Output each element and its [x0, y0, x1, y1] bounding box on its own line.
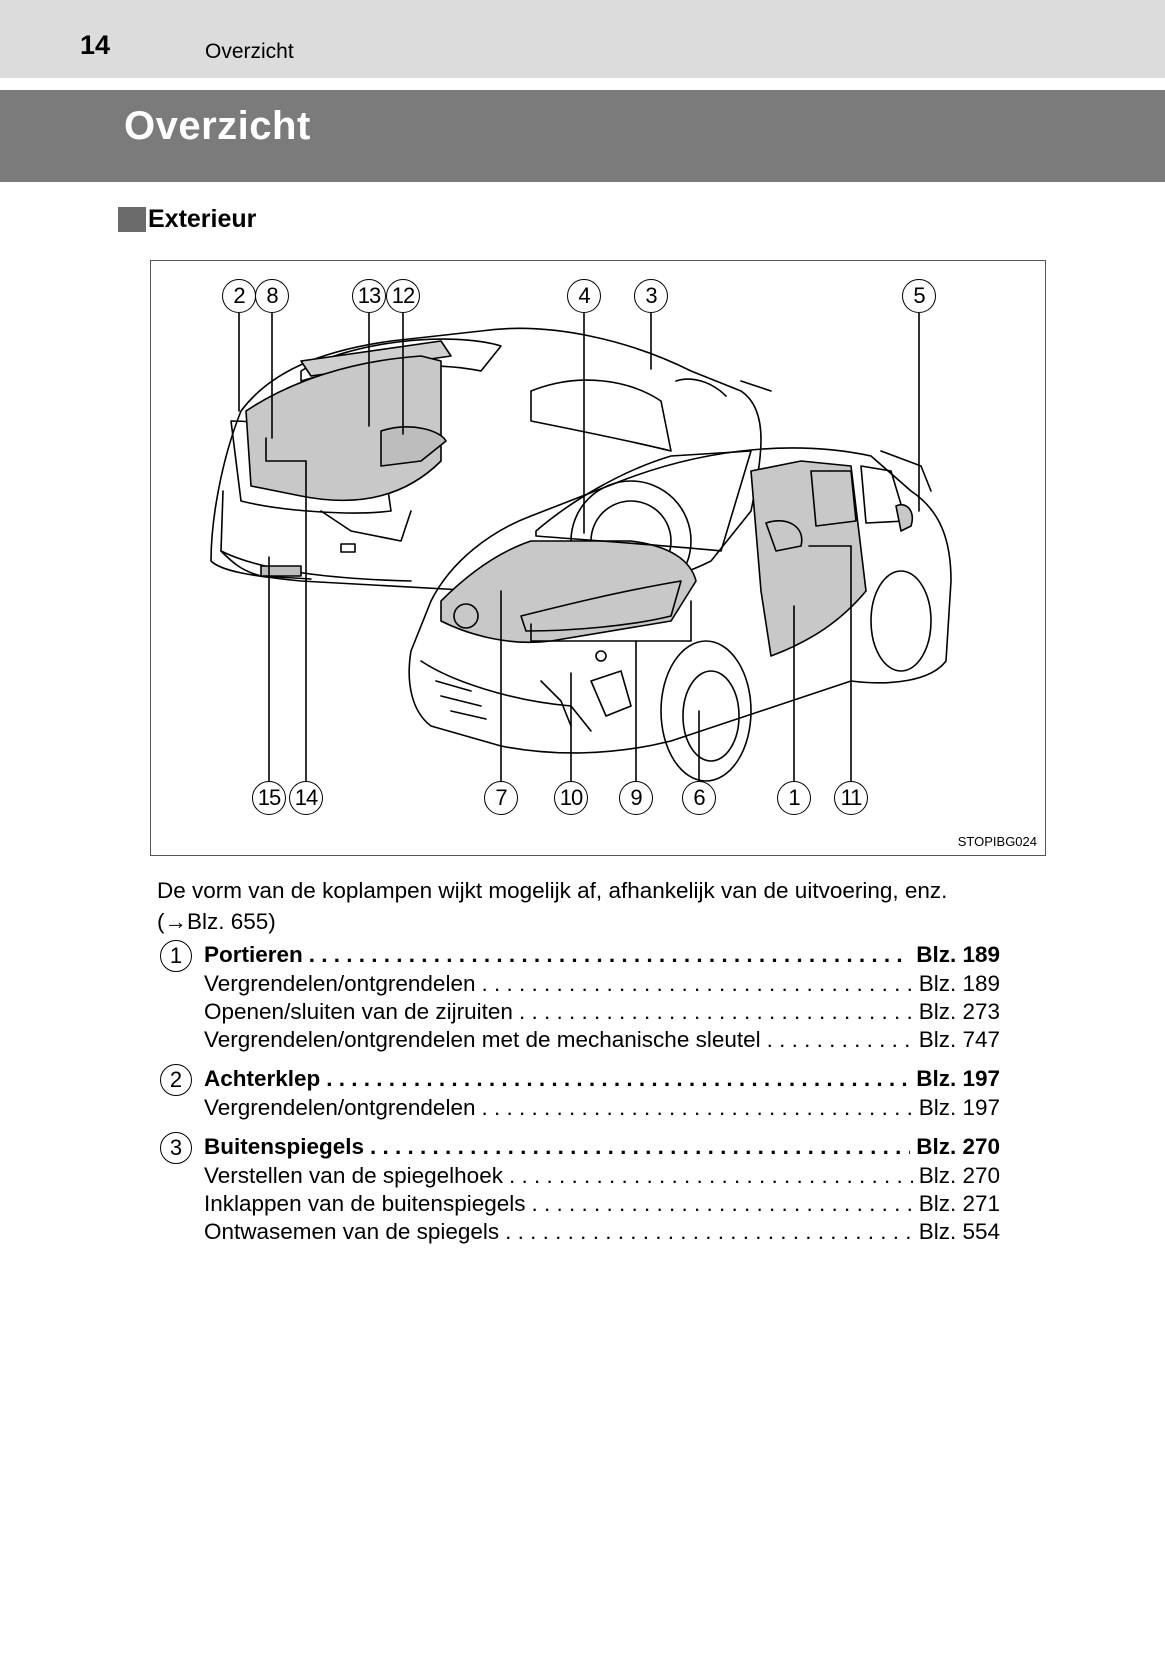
toc-entry-main: Portieren Blz. 189: [204, 940, 1000, 970]
subheading-text: Exterieur: [148, 205, 257, 233]
toc-page: Blz. 197: [918, 1095, 1000, 1120]
toc-page: Blz. 273: [918, 999, 1000, 1024]
callout-13: 13: [352, 279, 386, 313]
toc-page: Blz. 271: [918, 1191, 1000, 1216]
toc-page: Blz. 189: [918, 971, 1000, 996]
dot-leader: [519, 998, 913, 1026]
toc-label: Verstellen van de spiegelhoek: [204, 1163, 503, 1188]
title-band: [0, 90, 1165, 182]
callout-14: 14: [289, 781, 323, 815]
toc-page: Blz. 189: [916, 942, 1000, 967]
page-header-bar: [0, 0, 1165, 78]
dot-leader: [326, 1064, 910, 1094]
toc-label: Vergrendelen/ontgrendelen: [204, 971, 476, 996]
toc-page: Blz. 747: [918, 1027, 1000, 1052]
callout-9: 9: [619, 781, 653, 815]
toc-page: Blz. 197: [916, 1066, 1000, 1091]
dot-leader: [481, 1094, 912, 1122]
toc-label: Vergrendelen/ontgrendelen met de mechani…: [204, 1027, 761, 1052]
headlight: [520, 580, 682, 632]
side-mirror: [765, 519, 803, 552]
callout-10: 10: [554, 781, 588, 815]
toc-page: Blz. 270: [916, 1134, 1000, 1159]
dot-leader: [481, 970, 912, 998]
toc-group-portieren: 1 PortierenBlz. 189 Vergrendelen/ontgren…: [160, 940, 1000, 1054]
toc-label: Achterklep: [204, 1066, 321, 1091]
section-name: Overzicht: [205, 40, 294, 63]
headlight-note: De vorm van de koplampen wijkt mogelijk …: [157, 878, 948, 934]
toc-entry: Inklappen van de buitenspiegels Blz. 271: [204, 1190, 1000, 1218]
toc-label: Vergrendelen/ontgrendelen: [204, 1095, 476, 1120]
front-door: [750, 460, 867, 657]
figure-code: STOPIBG024: [957, 834, 1037, 849]
toc-label: Inklappen van de buitenspiegels: [204, 1191, 526, 1216]
dot-leader: [509, 1162, 913, 1190]
toc-entry: Verstellen van de spiegelhoek Blz. 270: [204, 1162, 1000, 1190]
callout-11: 11: [834, 781, 868, 815]
dot-leader: [767, 1026, 913, 1054]
toc-entry-main: Buitenspiegels Blz. 270: [204, 1132, 1000, 1162]
toc-number: 3: [160, 1132, 192, 1164]
callout-8: 8: [255, 279, 289, 313]
toc-entry: Vergrendelen/ontgrendelen met de mechani…: [204, 1026, 1000, 1054]
car-exterior-illustration: 2 8 13 12 4 3 5 15 14 7 10 9 6 1 11 STOP…: [150, 260, 1046, 856]
callout-15: 15: [252, 781, 286, 815]
toc-label: Portieren: [204, 942, 303, 967]
toc-page: Blz. 554: [918, 1219, 1000, 1244]
toc-entry: Openen/sluiten van de zijruiten Blz. 273: [204, 998, 1000, 1026]
windshield: [535, 450, 752, 552]
toc-page: Blz. 270: [918, 1163, 1000, 1188]
hood: [440, 540, 697, 644]
callout-1: 1: [777, 781, 811, 815]
toc-group-buitenspiegels: 3 BuitenspiegelsBlz. 270 Verstellen van …: [160, 1132, 1000, 1246]
toc-number: 1: [160, 940, 192, 972]
callout-6: 6: [682, 781, 716, 815]
page-number: 14: [80, 30, 111, 60]
front-car-body: [408, 447, 952, 754]
callout-5: 5: [902, 279, 936, 313]
subheading: Exterieur: [118, 205, 256, 234]
toc-entry: Ontwasemen van de spiegels Blz. 554: [204, 1218, 1000, 1246]
toc-label: Openen/sluiten van de zijruiten: [204, 999, 513, 1024]
callout-12: 12: [386, 279, 420, 313]
toc-entry: Vergrendelen/ontgrendelen Blz. 189: [204, 970, 1000, 998]
toc-label: Ontwasemen van de spiegels: [204, 1219, 500, 1244]
callout-2: 2: [222, 279, 256, 313]
callout-4: 4: [567, 279, 601, 313]
callout-3: 3: [634, 279, 668, 313]
toc-entry-main: Achterklep Blz. 197: [204, 1064, 1000, 1094]
dot-leader: [370, 1132, 910, 1162]
toc-entry: Vergrendelen/ontgrendelen Blz. 197: [204, 1094, 1000, 1122]
toc-number: 2: [160, 1064, 192, 1096]
dot-leader: [532, 1190, 913, 1218]
dot-leader: [505, 1218, 913, 1246]
callout-7: 7: [484, 781, 518, 815]
page-title: Overzicht: [124, 104, 311, 148]
toc-group-achterklep: 2 AchterklepBlz. 197 Vergrendelen/ontgre…: [160, 1064, 1000, 1122]
car-drawing: [210, 295, 952, 782]
toc-label: Buitenspiegels: [204, 1134, 365, 1159]
square-bullet-icon: [118, 207, 146, 232]
dot-leader: [309, 940, 910, 970]
component-list: 1 PortierenBlz. 189 Vergrendelen/ontgren…: [160, 940, 1000, 1256]
